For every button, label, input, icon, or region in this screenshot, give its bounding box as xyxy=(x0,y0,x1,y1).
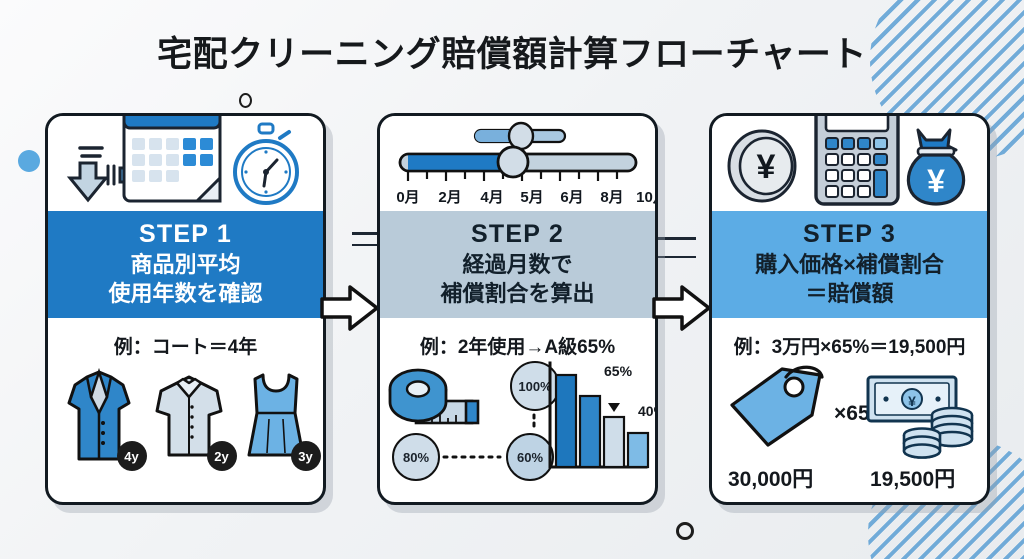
measuring-tape-icon xyxy=(388,368,480,425)
down-arrow-icon xyxy=(66,146,110,203)
garment-shirt-badge: 2y xyxy=(206,441,237,472)
page-title: 宅配クリーニング賠償額計算フローチャート xyxy=(157,35,867,74)
card3-example: 例：3万円×65%＝19,500円 xyxy=(733,337,966,359)
bar-label-40: 40% xyxy=(638,403,655,420)
card3-header: STEP 3 購入価格×補償割合 ＝賠償額 xyxy=(712,211,987,319)
dash-line xyxy=(650,255,696,258)
garment-coat-badge: 4y xyxy=(116,441,147,472)
percent-circle-60: 60% xyxy=(506,433,554,482)
card1-desc-line1: 商品別平均 xyxy=(130,252,241,278)
svg-text:¥: ¥ xyxy=(757,148,776,186)
money-bag-icon: ¥ xyxy=(906,128,966,206)
card3-desc-line1: 購入価格×補償割合 xyxy=(755,252,944,278)
ring-decoration-bottom xyxy=(676,522,694,540)
card1-icon-group xyxy=(66,116,299,205)
calculator-icon xyxy=(814,116,900,206)
arrow-step1-to-step2 xyxy=(320,283,380,333)
card1-example: 例：コート＝4年 xyxy=(113,337,258,359)
dash-line xyxy=(650,237,696,240)
banknote-and-coins-icon: ¥ xyxy=(866,375,974,460)
arrow-step2-to-step3 xyxy=(652,283,712,333)
card1-header: STEP 1 商品別平均 使用年数を確認 xyxy=(48,211,323,319)
card1-icon-area xyxy=(48,116,323,211)
right-arrow-icon xyxy=(652,285,711,331)
shirt-icon xyxy=(155,375,222,457)
svg-text:¥: ¥ xyxy=(908,393,916,409)
garment-coat: 4y xyxy=(57,367,147,472)
card2-icon-area: 0月 2月 4月 5月 6月 8月 10月 xyxy=(380,116,655,211)
calendar-icon xyxy=(122,116,222,203)
card1-body: 4y 2y xyxy=(48,359,323,494)
price-tag-icon xyxy=(730,365,824,447)
step-card-3: ¥ xyxy=(709,113,990,505)
step-card-1: STEP 1 商品別平均 使用年数を確認 例：コート＝4年 xyxy=(45,113,326,505)
tick-label: 5月 xyxy=(520,189,543,206)
percent-circle-80: 80% xyxy=(392,433,440,482)
card2-desc-line1: 経過月数で xyxy=(462,252,573,278)
card1-desc-line2: 使用年数を確認 xyxy=(108,281,263,307)
dash-line xyxy=(352,232,380,235)
card2-desc-line2: 補償割合を算出 xyxy=(440,281,595,307)
card2-header: STEP 2 経過月数で 補償割合を算出 xyxy=(380,211,655,319)
slider-secondary-icon xyxy=(473,121,567,151)
tick-label: 10月 xyxy=(636,189,655,206)
yen-coin-icon: ¥ xyxy=(727,129,797,203)
garment-shirt: 2y xyxy=(147,367,237,472)
card3-desc-line2: ＝賠償額 xyxy=(805,281,894,307)
coat-icon xyxy=(67,368,130,461)
garment-list: 4y 2y xyxy=(48,359,323,472)
tick-label: 8月 xyxy=(600,189,623,206)
ring-decoration-top xyxy=(239,93,252,108)
card2-step-label: STEP 2 xyxy=(471,220,564,248)
bar-label-65: 65% xyxy=(604,363,633,380)
tick-label: 2月 xyxy=(438,189,461,206)
garment-dress-badge: 3y xyxy=(290,441,321,472)
card2-example: 例：2年使用→A級65% xyxy=(419,337,616,359)
card3-icon-group: ¥ xyxy=(727,116,966,206)
card3-step-label: STEP 3 xyxy=(803,220,896,248)
step-card-2: 0月 2月 4月 5月 6月 8月 10月 STEP 2 経過月数で 補償割合を… xyxy=(377,113,658,505)
price-caption: 30,000円 xyxy=(728,468,814,492)
percent-circle-100: 100% xyxy=(510,361,560,412)
card2-slider-group: 0月 2月 4月 5月 6月 8月 10月 xyxy=(396,121,655,206)
card3-icon-area: ¥ xyxy=(712,116,987,211)
bar-chart-icon xyxy=(548,361,650,469)
svg-text:¥: ¥ xyxy=(927,163,945,199)
dash-line xyxy=(352,243,392,246)
slider-main-icon xyxy=(398,145,638,181)
blue-dot-decoration-left xyxy=(18,150,40,172)
dress-icon xyxy=(247,373,304,457)
card2-body: 100% 80% 60% 65% 40% xyxy=(380,359,655,494)
card1-step-label: STEP 1 xyxy=(139,220,232,248)
right-arrow-icon xyxy=(320,285,379,331)
slider-tick-labels: 0月 2月 4月 5月 6月 8月 10月 xyxy=(396,189,655,206)
tick-label: 6月 xyxy=(560,189,583,206)
dash-decoration-left xyxy=(352,232,392,254)
garment-dress: 3y xyxy=(237,367,321,472)
payout-caption: 19,500円 xyxy=(870,468,956,492)
tick-label: 4月 xyxy=(480,189,503,206)
dash-decoration-right xyxy=(650,237,696,267)
card3-body: ×65%＝ ¥ xyxy=(712,359,987,491)
tick-label: 0月 xyxy=(396,189,419,206)
stopwatch-icon xyxy=(233,122,299,205)
